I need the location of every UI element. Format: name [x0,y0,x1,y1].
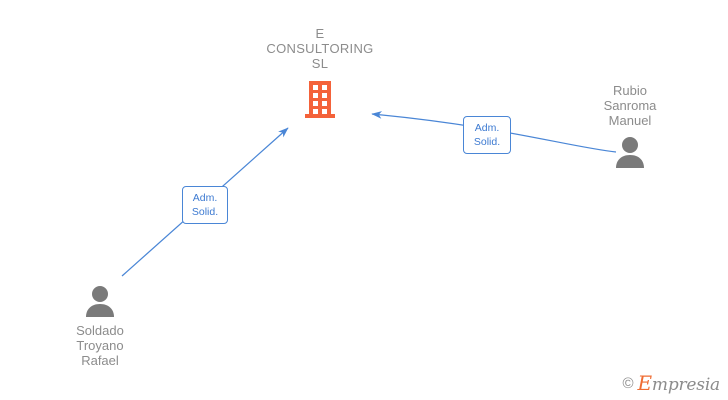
person-icon-wrap [565,134,695,168]
watermark: © Empresia [622,373,720,394]
brand-rest: mpresia [651,375,720,395]
person-icon-wrap [35,283,165,317]
brand-wordmark: Empresia [638,373,721,394]
person-name-label: Rubio Sanroma Manuel [603,83,657,128]
company-name-label: E CONSULTORING SL [266,26,374,71]
person-icon [616,137,644,168]
copyright-icon: © [622,375,634,392]
edge-rubio-sanroma-manuel [371,111,617,153]
relation-badge-rubio-sanroma-manuel[interactable]: Adm. Solid. [463,116,511,154]
person-icon [86,286,114,317]
relation-badge-soldado-troyano-rafael[interactable]: Adm. Solid. [182,186,228,224]
person-node-soldado-troyano-rafael[interactable]: Soldado Troyano Rafael [35,283,165,368]
person-node-rubio-sanroma-manuel[interactable]: Rubio Sanroma Manuel [565,83,695,168]
company-node[interactable]: E CONSULTORING SL [243,26,397,119]
building-icon [305,81,335,118]
person-name-label: Soldado Troyano Rafael [76,323,124,368]
brand-initial: E [637,371,653,395]
company-icon-wrap [243,79,397,119]
